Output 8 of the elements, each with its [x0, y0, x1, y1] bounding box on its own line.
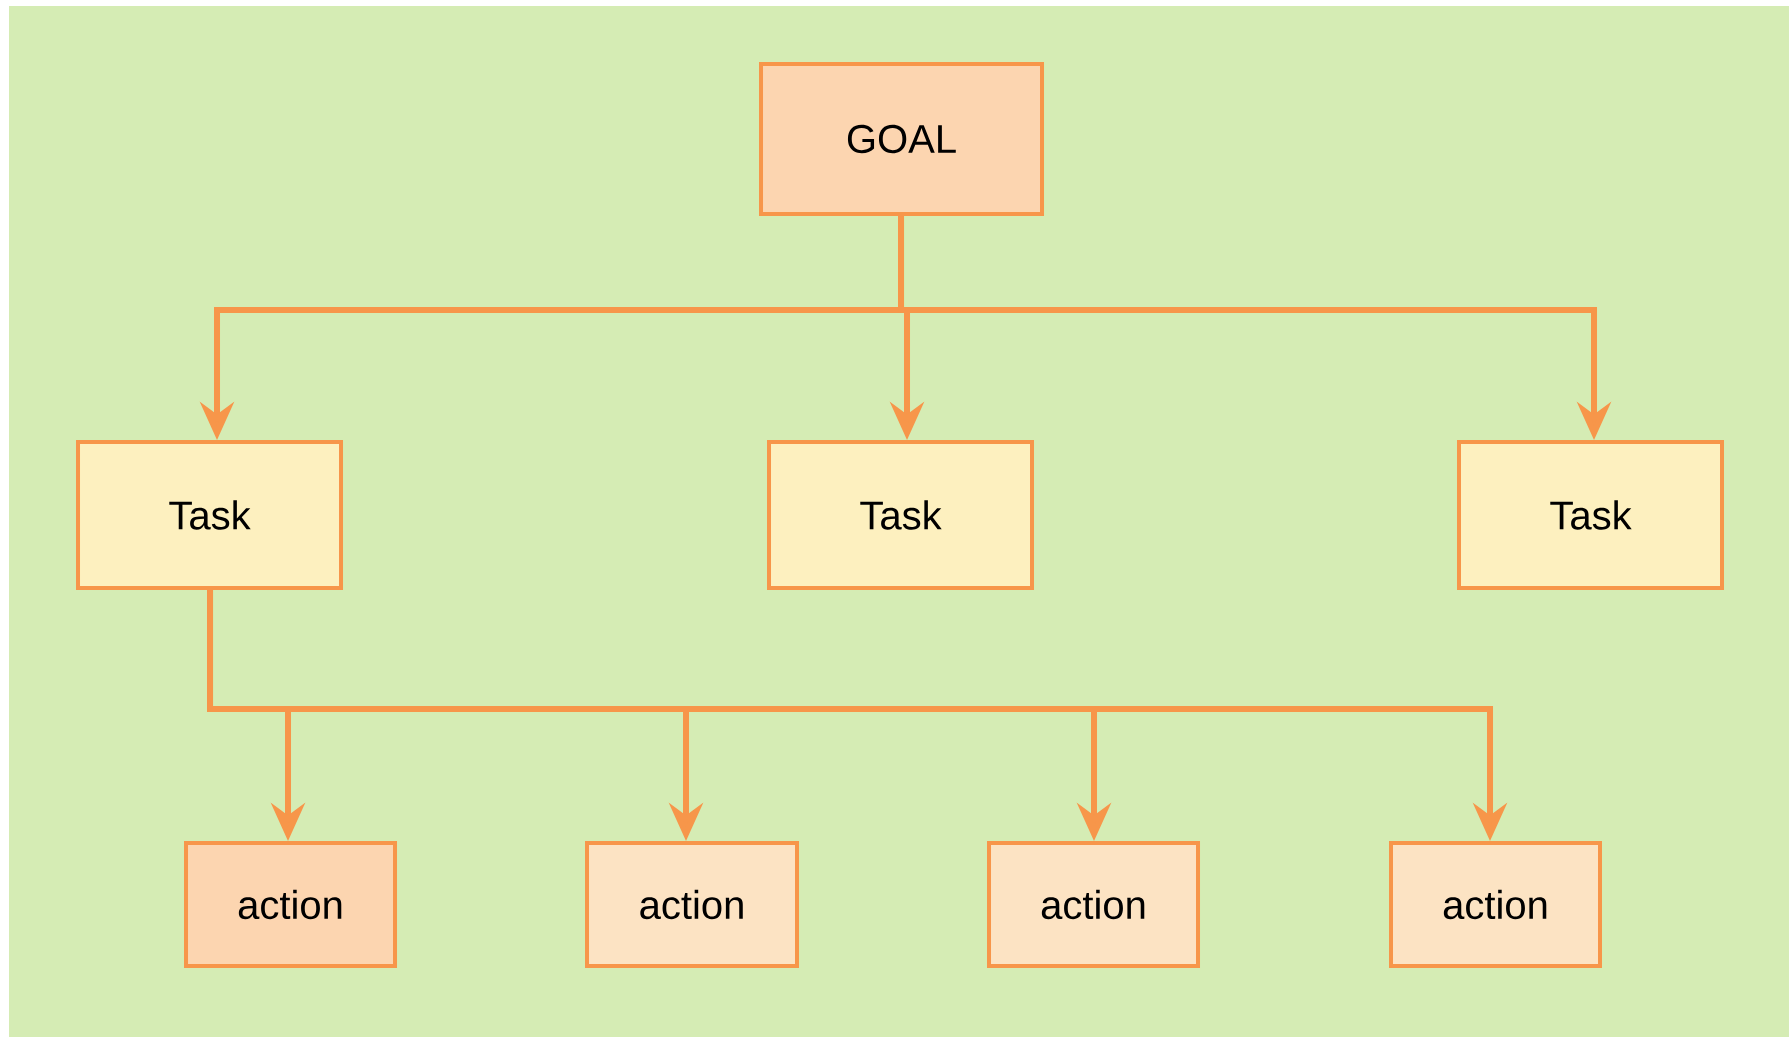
- box: Task: [1457, 440, 1724, 590]
- box: action: [1389, 841, 1602, 968]
- box: action: [184, 841, 397, 968]
- box: action: [585, 841, 799, 968]
- box: Task: [76, 440, 343, 590]
- box: Task: [767, 440, 1034, 590]
- box: action: [987, 841, 1200, 968]
- box: GOAL: [759, 62, 1044, 216]
